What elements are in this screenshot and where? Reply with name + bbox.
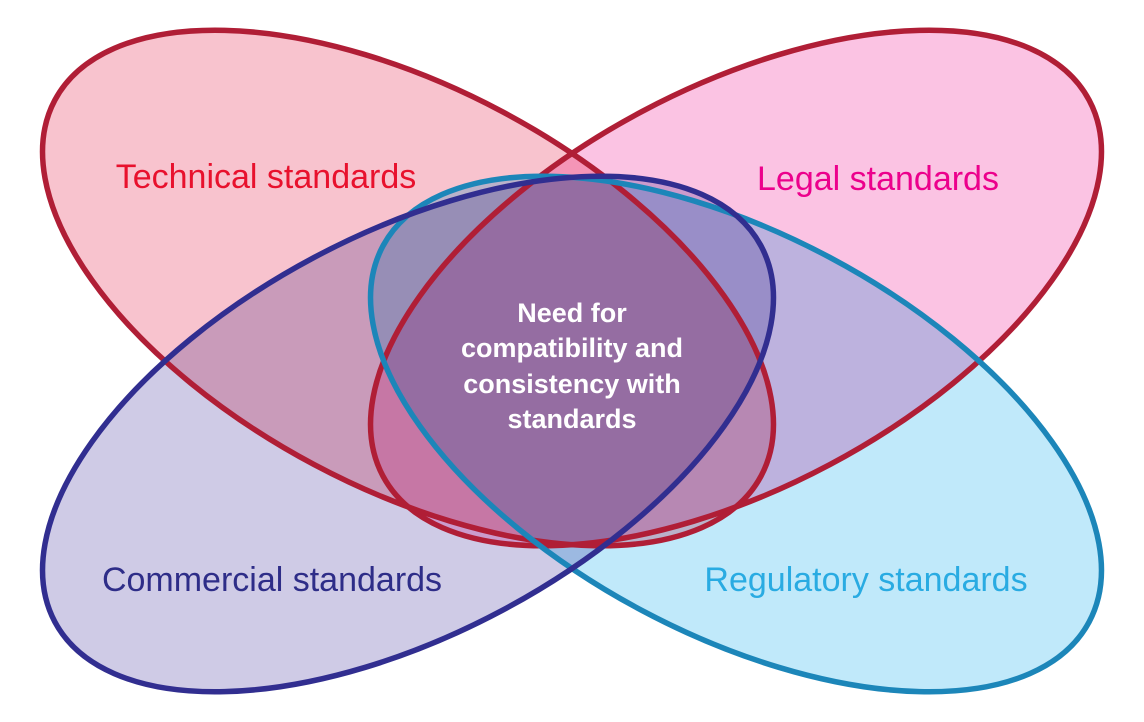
commercial-ellipse-outline	[39, 173, 777, 695]
center-label-line-3: consistency with	[463, 369, 681, 399]
center-label: Need for compatibility and consistency w…	[461, 298, 683, 434]
regulatory-ellipse-outline	[367, 173, 1105, 695]
center-label-line-1: Need for	[517, 298, 627, 328]
commercial-label: Commercial standards	[102, 561, 442, 599]
center-label-line-2: compatibility and	[461, 333, 683, 363]
center-label-line-4: standards	[507, 404, 636, 434]
legal-label: Legal standards	[757, 160, 999, 198]
technical-ellipse-outline	[39, 27, 777, 549]
regulatory-ellipse-fill	[370, 176, 1102, 692]
regulatory-label: Regulatory standards	[704, 561, 1027, 599]
technical-label: Technical standards	[116, 158, 417, 196]
legal-ellipse-outline	[367, 27, 1105, 549]
petal-labels: Technical standards Legal standards Comm…	[102, 158, 1028, 599]
